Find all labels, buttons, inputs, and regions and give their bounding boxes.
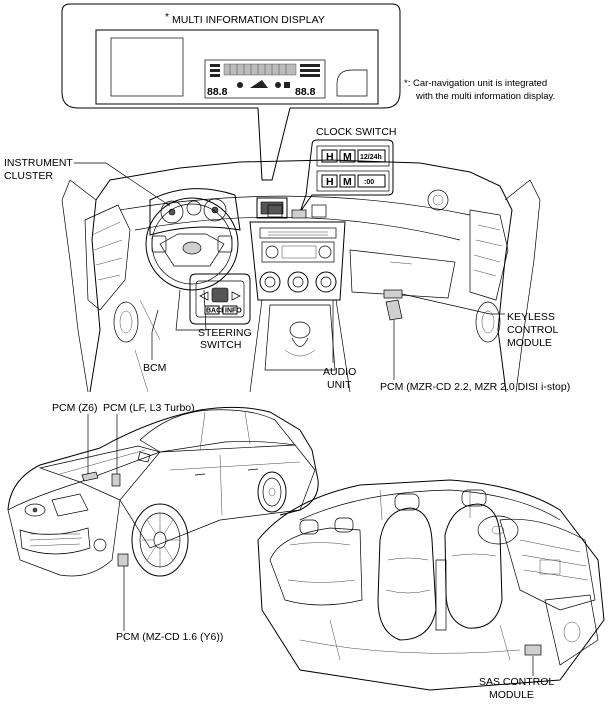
clock-minute-button[interactable] [339, 149, 356, 163]
sas-module-location [524, 644, 542, 656]
svg-text:BACK: BACK [206, 308, 226, 315]
info-display-segments [210, 63, 320, 88]
keyless-leader [401, 293, 505, 315]
footnote-line-1: *: Car-navigation unit is integrated [404, 78, 547, 89]
bcm-leader [151, 309, 159, 360]
svg-text::00: :00 [364, 179, 374, 186]
display-housing [95, 29, 379, 105]
footnote-line-2: with the multi information display. [415, 91, 555, 102]
keyless-label: KEYLESS [507, 311, 555, 323]
svg-text:M: M [343, 151, 352, 163]
mid-title-mark: * [165, 11, 169, 23]
clock-switch-row-1: H M 12/24h [321, 149, 386, 163]
pcm-mzr-label: PCM (MZR-CD 2.2, MZR 2.0 DISI i-stop) [380, 381, 570, 393]
pcm-lf-label: PCM (LF, L3 Turbo) [103, 402, 195, 414]
clock-switch-label: CLOCK SWITCH [316, 126, 397, 138]
pcm-mzr-location [385, 299, 403, 321]
dashboard-illustration [61, 159, 541, 393]
steering-back-button[interactable] [204, 305, 220, 315]
steering-switch-callout: BACK INFO [189, 273, 251, 325]
audio-unit-label: AUDIO [323, 366, 356, 378]
bcm-label: BCM [143, 362, 166, 374]
clock-switch-location [291, 209, 307, 219]
sas-label-2: MODULE [489, 689, 534, 701]
clock-12-24h-button[interactable] [357, 149, 386, 163]
svg-text:M: M [343, 176, 352, 188]
info-display-panel [204, 59, 326, 99]
instrument-cluster-leader [74, 162, 171, 207]
keyless-module-location [383, 289, 403, 299]
svg-text:H: H [326, 151, 334, 163]
clock-switch-callout: H M 12/24h H M :00 [299, 139, 394, 213]
svg-text:H: H [326, 176, 334, 188]
pcm-lf-location [111, 473, 121, 487]
pcm-mzcd-label: PCM (MZ-CD 1.6 (Y6)) [116, 631, 223, 643]
display-left-segment: 88.8 [207, 86, 228, 98]
clock-minute-button-2[interactable] [339, 174, 356, 188]
svg-text:12/24h: 12/24h [360, 154, 382, 161]
multi-information-display-unit [256, 197, 288, 219]
exterior-car-illustration [7, 406, 319, 577]
steering-info-button[interactable] [222, 305, 238, 315]
instrument-cluster-label: INSTRUMENT [4, 157, 73, 169]
clock-hour-button-2[interactable] [321, 174, 338, 188]
pcm-z6-location [81, 471, 99, 482]
clock-switch-row-2: H M :00 [321, 174, 386, 188]
audio-unit-label-2: UNIT [327, 379, 352, 391]
navigation-screen [110, 37, 184, 97]
mid-title: MULTI INFORMATION DISPLAY [172, 14, 325, 26]
multi-information-display-callout: * MULTI INFORMATION DISPLAY [61, 3, 401, 181]
pcm-z6-label: PCM (Z6) [52, 402, 98, 414]
steering-switch-label: STEERING [198, 327, 252, 339]
steering-switch-label-2: SWITCH [200, 339, 241, 351]
svg-text:INFO: INFO [225, 308, 242, 315]
display-right-segment: 88.8 [295, 86, 316, 98]
clock-hour-button[interactable] [321, 149, 338, 163]
keyless-label-3: MODULE [507, 337, 552, 349]
interior-cabin-illustration [257, 479, 605, 691]
display-right-window [336, 69, 368, 97]
clock-zero-button[interactable] [357, 174, 386, 188]
pcm-mzcd-location [117, 553, 129, 567]
center-stack [249, 221, 346, 301]
keyless-label-2: CONTROL [507, 324, 558, 336]
instrument-cluster-label-2: CLUSTER [4, 170, 53, 182]
sas-label: SAS CONTROL [479, 676, 554, 688]
